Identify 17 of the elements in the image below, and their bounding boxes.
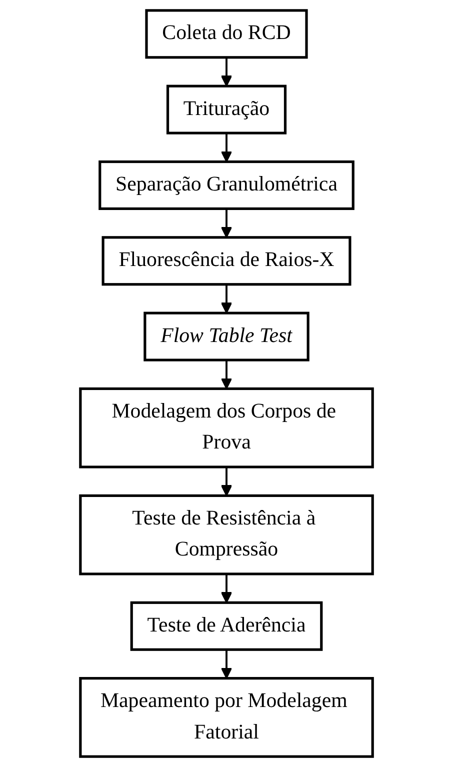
arrow	[220, 466, 232, 496]
node-box: Mapeamento por Modelagem Fatorial	[79, 677, 374, 758]
arrow	[220, 208, 232, 238]
node-box: Coleta do RCD	[145, 9, 308, 59]
node-box: Trituração	[166, 84, 287, 134]
arrow	[220, 133, 232, 162]
arrow	[220, 650, 232, 679]
node-box: Fluorescência de Raios-X	[102, 236, 352, 286]
arrow	[220, 284, 232, 314]
node-box: Flow Table Test	[144, 312, 310, 362]
node-box: Separação Granulométrica	[98, 160, 354, 210]
arrow	[220, 360, 232, 390]
node-box: Teste de Resistência à Compressão	[79, 494, 374, 576]
arrow	[220, 574, 232, 604]
arrow	[220, 57, 232, 87]
node-box: Modelagem dos Corpos de Prova	[79, 387, 374, 468]
node-box: Teste de Aderência	[130, 601, 323, 651]
